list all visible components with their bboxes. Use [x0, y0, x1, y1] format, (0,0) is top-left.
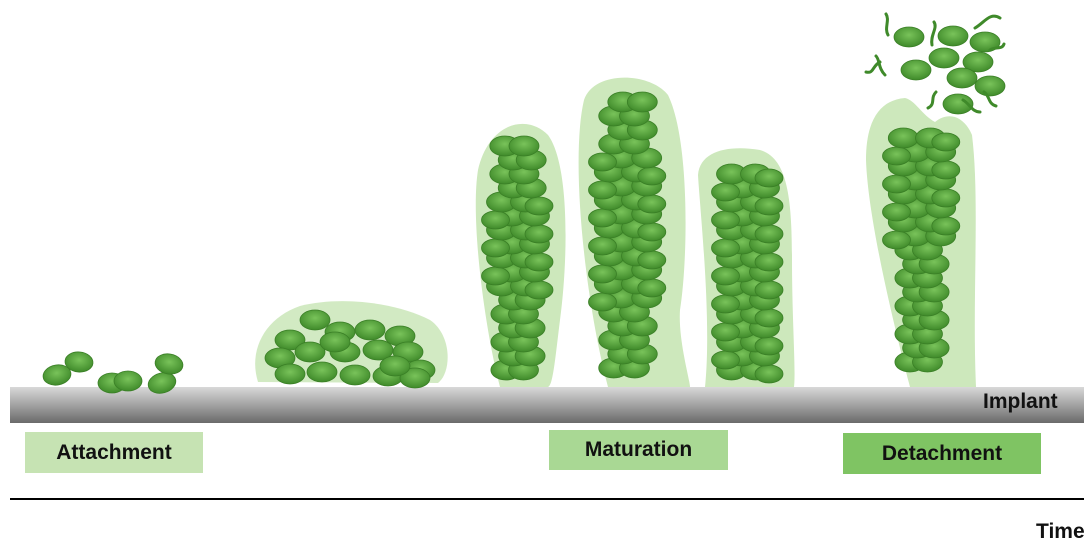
bacterium: [755, 197, 783, 215]
bacterium: [712, 211, 740, 229]
bacterium: [755, 169, 783, 187]
bacterium: [509, 136, 539, 156]
bacterium: [638, 279, 666, 297]
bacterium: [932, 133, 960, 151]
attachment-label: Attachment: [25, 432, 203, 473]
bacterium: [888, 128, 918, 148]
bacterium: [638, 167, 666, 185]
bacterium: [712, 323, 740, 341]
bacterium: [755, 309, 783, 327]
bacterium: [755, 337, 783, 355]
bacterium: [525, 281, 553, 299]
maturation-label: Maturation: [549, 430, 728, 470]
bacterium: [482, 239, 510, 257]
bacterium: [275, 364, 305, 384]
bacterium: [975, 76, 1005, 96]
bacterium: [894, 27, 924, 47]
bacterium: [114, 371, 142, 391]
bacterium: [320, 332, 350, 352]
bacterium: [638, 251, 666, 269]
bacterium: [712, 239, 740, 257]
bacterium: [929, 48, 959, 68]
bacterium: [525, 225, 553, 243]
bacterium: [627, 92, 657, 112]
detachment-label: Detachment: [843, 433, 1041, 474]
bacterium: [755, 253, 783, 271]
bacterium: [901, 60, 931, 80]
bacterial-cells: [41, 26, 1005, 396]
bacterium: [589, 293, 617, 311]
implant-label: Implant: [983, 390, 1058, 414]
bacterium: [712, 351, 740, 369]
bacterium: [525, 253, 553, 271]
bacterium: [300, 310, 330, 330]
bacterium: [755, 281, 783, 299]
bacterium: [755, 365, 783, 383]
bacterium: [589, 209, 617, 227]
bacterium: [482, 211, 510, 229]
bacterium: [755, 225, 783, 243]
bacterium: [932, 189, 960, 207]
bacterium: [589, 237, 617, 255]
bacterium: [307, 362, 337, 382]
bacterium: [883, 231, 911, 249]
bacterium: [938, 26, 968, 46]
bacterium: [883, 147, 911, 165]
bacterium: [589, 181, 617, 199]
bacterium: [712, 267, 740, 285]
bacterium: [355, 320, 385, 340]
bacterium: [947, 68, 977, 88]
bacterium: [932, 161, 960, 179]
bacterium: [638, 195, 666, 213]
bacterium: [638, 223, 666, 241]
bacterium: [153, 352, 184, 377]
bacterium: [712, 183, 740, 201]
bacterium: [883, 203, 911, 221]
bacterium: [589, 265, 617, 283]
bacterium: [883, 175, 911, 193]
bacterium: [589, 153, 617, 171]
bacterium: [340, 365, 370, 385]
implant-surface: [10, 387, 1084, 423]
bacterium: [712, 295, 740, 313]
time-label: Time: [1036, 520, 1084, 544]
bacterium: [525, 197, 553, 215]
bacterium: [380, 356, 410, 376]
bacterium: [932, 217, 960, 235]
bacterium: [482, 267, 510, 285]
